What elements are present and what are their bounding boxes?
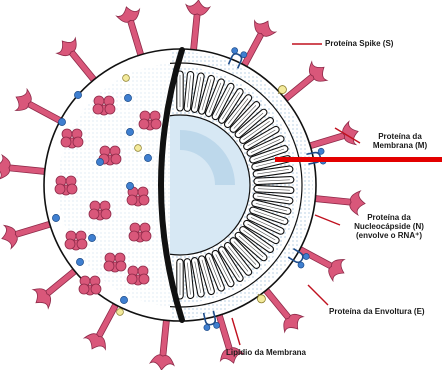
label-spike-protein: Proteína Spike (S): [325, 39, 393, 48]
membrane-protein-icon: [126, 182, 133, 189]
membrane-protein-icon: [144, 154, 151, 161]
highlight-bar: [275, 157, 442, 162]
membrane-protein-icon: [96, 158, 103, 165]
label-nucleocapsid-line1: Proteína da: [337, 213, 441, 222]
label-membrane-protein-line2: Membrana (M): [360, 141, 440, 150]
envelope-protein-icon: [257, 295, 265, 303]
nucleocapsid-loop: [254, 185, 294, 193]
label-membrane-protein: Proteína da Membrana (M): [360, 132, 440, 150]
membrane-protein-icon: [88, 234, 95, 241]
label-envelope-protein: Proteína da Envoltura (E): [329, 307, 425, 316]
membrane-protein-icon: [76, 258, 83, 265]
membrane-protein-icon: [124, 94, 131, 101]
envelope-protein-icon: [278, 86, 286, 94]
membrane-protein-icon: [126, 128, 133, 135]
label-nucleocapsid-line3: (envolve o RNA⁺): [337, 231, 441, 240]
membrane-protein-icon: [74, 91, 81, 98]
envelope-protein-icon: [123, 75, 130, 82]
membrane-protein-icon: [58, 118, 65, 125]
membrane-protein-icon: [52, 214, 59, 221]
spike-icon: [308, 186, 366, 215]
label-nucleocapsid: Proteína da Nucleocápside (N) (envolve o…: [337, 213, 441, 241]
membrane-protein-icon: [120, 296, 127, 303]
nucleocapsid-loop: [254, 176, 294, 184]
label-membrane-lipid: Lipídio da Membrana: [226, 348, 306, 357]
label-membrane-protein-line1: Proteína da: [360, 132, 440, 141]
nucleocapsid-loop: [177, 259, 183, 299]
nucleocapsid-loop: [177, 71, 183, 111]
label-nucleocapsid-line2: Nucleocápside (N): [337, 222, 441, 231]
envelope-protein-icon: [117, 309, 124, 316]
envelope-protein-icon: [135, 145, 142, 152]
